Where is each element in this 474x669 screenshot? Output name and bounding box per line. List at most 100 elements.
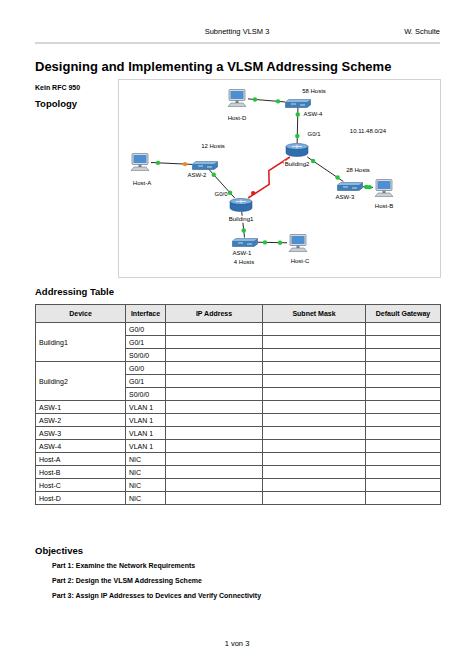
pc-icon <box>226 89 248 107</box>
table-cell: VLAN 1 <box>126 414 166 427</box>
cell-text: Device <box>69 310 92 317</box>
table-cell <box>263 323 366 336</box>
device-label: ASW-4 <box>303 111 324 118</box>
ethernet-link <box>307 157 343 182</box>
header-text: Subnetting VLSM 3 <box>205 28 270 37</box>
device-label: Building2 <box>284 161 311 168</box>
cell-text: Host-C <box>39 482 61 489</box>
section-heading: Topology <box>35 99 77 110</box>
host-node: Host-C <box>287 234 309 252</box>
table-cell: Host-B <box>36 466 126 479</box>
switch-node: 58 HostsASW-4 <box>285 99 311 108</box>
table-cell <box>263 349 366 362</box>
table-row: ASW-2VLAN 1 <box>36 414 441 427</box>
table-cell: IP Address <box>166 305 263 323</box>
cell-text: Subnet Mask <box>292 310 335 317</box>
table-cell <box>263 414 366 427</box>
table-cell <box>166 453 263 466</box>
cell-text: S0/0/0 <box>129 391 149 398</box>
cell-text: Building1 <box>39 339 68 346</box>
table-cell <box>366 349 441 362</box>
table-cell <box>166 466 263 479</box>
table-cell <box>263 492 366 505</box>
cell-text: NIC <box>129 495 141 502</box>
switch-icon <box>232 238 258 247</box>
host-node: Host-B <box>373 179 395 197</box>
table-cell <box>366 388 441 401</box>
device-label: Host-B <box>374 203 394 210</box>
device-label: 58 Hosts <box>301 88 327 95</box>
table-cell <box>166 375 263 388</box>
table-cell <box>366 362 441 375</box>
cell-text: Interface <box>131 310 160 317</box>
cell-text: Host-D <box>39 495 61 502</box>
table-row: ASW-3VLAN 1 <box>36 427 441 440</box>
link-group <box>209 170 235 199</box>
router-icon <box>285 143 309 157</box>
device-label: 28 Hosts <box>345 167 371 174</box>
table-cell <box>366 427 441 440</box>
cell-text: VLAN 1 <box>129 417 153 424</box>
host-node: Host-D <box>226 89 248 107</box>
link-light <box>251 191 255 195</box>
cell-text: G0/1 <box>129 378 144 385</box>
link-light <box>253 97 257 101</box>
link-light <box>212 173 216 177</box>
cell-text: Host-A <box>39 456 60 463</box>
table-row: Building2G0/0 <box>36 362 441 375</box>
link-group <box>295 108 300 144</box>
device-label: Building1 <box>228 216 255 223</box>
cell-text: G0/0 <box>129 326 144 333</box>
network-label: 10.11.48.0/24 <box>350 128 386 135</box>
table-cell <box>166 414 263 427</box>
cell-text: VLAN 1 <box>129 404 153 411</box>
link-light <box>228 191 232 195</box>
link-light <box>156 161 160 165</box>
addressing-table: Device Interface IP Address Subnet Mask Defa… <box>35 304 441 505</box>
table-cell <box>263 375 366 388</box>
router-icon <box>229 198 253 212</box>
device-label: 4 Hosts <box>233 259 255 266</box>
pc-icon <box>129 153 151 171</box>
table-cell <box>366 414 441 427</box>
table-cell: G0/1 <box>126 336 166 349</box>
cell-text: NIC <box>129 456 141 463</box>
table-row: Host-C NIC <box>36 479 441 492</box>
cell-text: IP Address <box>196 310 232 317</box>
table-cell <box>166 427 263 440</box>
table-cell: VLAN 1 <box>126 440 166 453</box>
cell-text: Host-B <box>39 469 60 476</box>
switch-icon <box>337 182 363 191</box>
table-cell: ASW-4 <box>36 440 126 453</box>
link-group <box>248 97 285 103</box>
table-cell <box>263 453 366 466</box>
table-cell: S0/0/0 <box>126 388 166 401</box>
cell-text: ASW-4 <box>39 443 61 450</box>
link-group <box>151 161 192 167</box>
table-cell <box>366 440 441 453</box>
table-row: G0/1 <box>36 375 441 388</box>
switch-node: 28 HostsASW-3 <box>337 182 363 191</box>
table-cell: Host-D <box>36 492 126 505</box>
topology-frame <box>119 80 441 278</box>
link-light <box>296 112 300 116</box>
table-row: Device Interface IP Address Subnet Mask Defa… <box>36 305 441 323</box>
table-cell: NIC <box>126 453 166 466</box>
table-cell: Default Gateway <box>366 305 441 323</box>
device-label: Host-D <box>227 115 248 122</box>
table-cell: Host-A <box>36 453 126 466</box>
device-label: Host-C <box>290 258 311 265</box>
table-cell: ASW-1 <box>36 401 126 414</box>
cell-text: NIC <box>129 469 141 476</box>
table-cell <box>366 336 441 349</box>
table-cell <box>366 323 441 336</box>
objective-item: Part 3: Assign IP Addresses to Devices a… <box>52 592 261 600</box>
table-cell: NIC <box>126 479 166 492</box>
table-cell <box>263 427 366 440</box>
link-light <box>278 240 282 244</box>
switch-node: ASW-14 Hosts <box>232 238 258 247</box>
link-light <box>295 134 299 138</box>
table-cell <box>166 388 263 401</box>
ethernet-link <box>258 242 287 244</box>
link-light <box>263 240 267 244</box>
